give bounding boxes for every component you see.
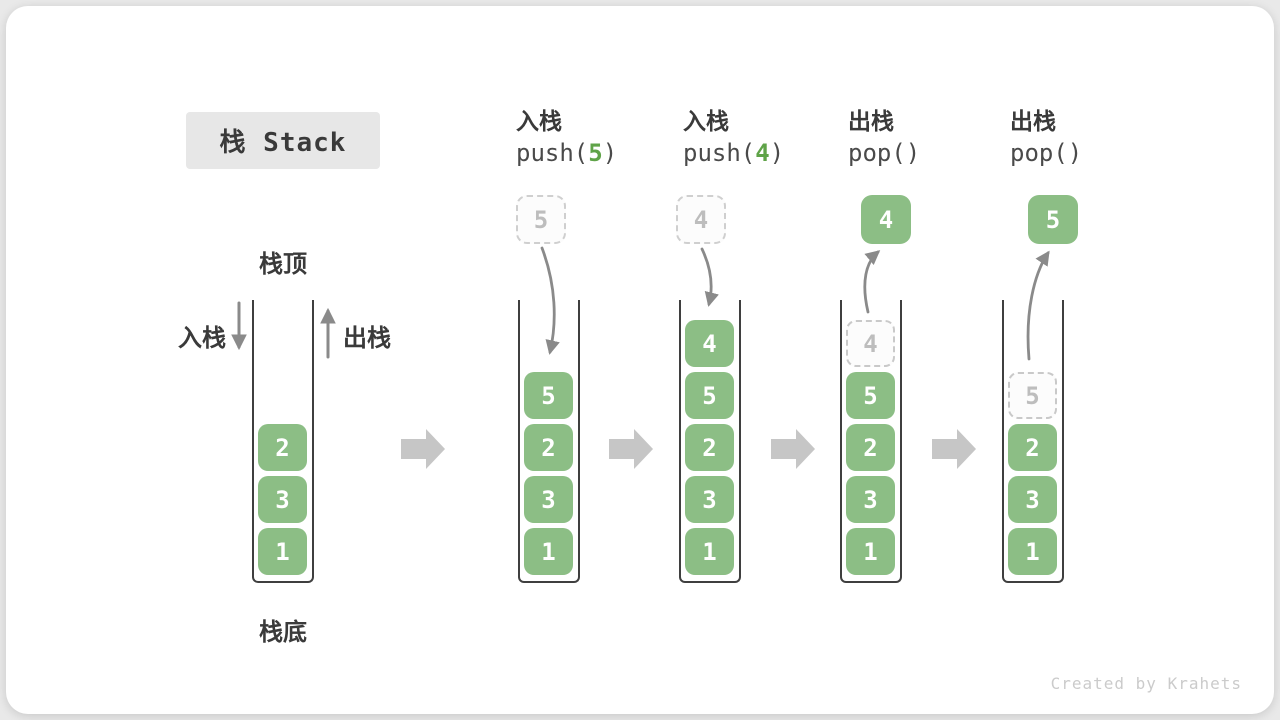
stack-cell: 1 [1008,528,1057,575]
stack-cell: 1 [258,528,307,575]
pop-side-label: 出栈 [343,325,391,352]
op-code-arg: 5 [588,139,603,167]
stack-after-pop4: 4 5 2 3 1 [840,300,902,583]
stack-initial: 2 3 1 [252,300,314,583]
op-label: 出栈 [848,108,894,134]
stack-cell: 5 [846,372,895,419]
stack-cell-ghost: 4 [846,320,895,367]
stack-cell: 5 [524,372,573,419]
stack-cell: 3 [258,476,307,523]
stack-cell: 3 [1008,476,1057,523]
stack-cell: 3 [685,476,734,523]
stack-cell: 4 [685,320,734,367]
op-code-arg: 4 [755,139,770,167]
op-code: push(5) [516,139,618,167]
op-header-pop5: 出栈 pop() [1010,106,1170,170]
stack-cell: 2 [524,424,573,471]
stack-top-label: 栈顶 [259,251,307,278]
stack-cell: 3 [846,476,895,523]
op-code: pop() [848,139,921,167]
incoming-element-5: 5 [516,195,566,244]
watermark-credit: Created by Krahets [1050,674,1242,693]
stack-cell: 2 [1008,424,1057,471]
op-code: push(4) [683,139,785,167]
op-header-pop4: 出栈 pop() [848,106,1008,170]
stack-cell-ghost: 5 [1008,372,1057,419]
op-label: 入栈 [516,108,562,134]
title-badge: 栈 Stack [186,112,380,169]
incoming-element-4: 4 [676,195,726,244]
stack-after-push5: 5 2 3 1 [518,300,580,583]
stack-bottom-label: 栈底 [259,619,307,646]
stack-cell: 1 [685,528,734,575]
push-side-label: 入栈 [178,325,226,352]
stack-cell: 5 [685,372,734,419]
popped-element-4: 4 [861,195,911,244]
stack-cell: 2 [685,424,734,471]
op-code: pop() [1010,139,1083,167]
stack-cell: 1 [524,528,573,575]
stack-cell: 1 [846,528,895,575]
page-title: 栈 Stack [219,128,347,158]
op-label: 入栈 [683,108,729,134]
popped-element-5: 5 [1028,195,1078,244]
op-header-push5: 入栈 push(5) [516,106,676,170]
op-header-push4: 入栈 push(4) [683,106,843,170]
stack-cell: 2 [258,424,307,471]
stack-cell: 2 [846,424,895,471]
stack-after-push4: 4 5 2 3 1 [679,300,741,583]
op-label: 出栈 [1010,108,1056,134]
stack-after-pop5: 5 2 3 1 [1002,300,1064,583]
stack-cell: 3 [524,476,573,523]
